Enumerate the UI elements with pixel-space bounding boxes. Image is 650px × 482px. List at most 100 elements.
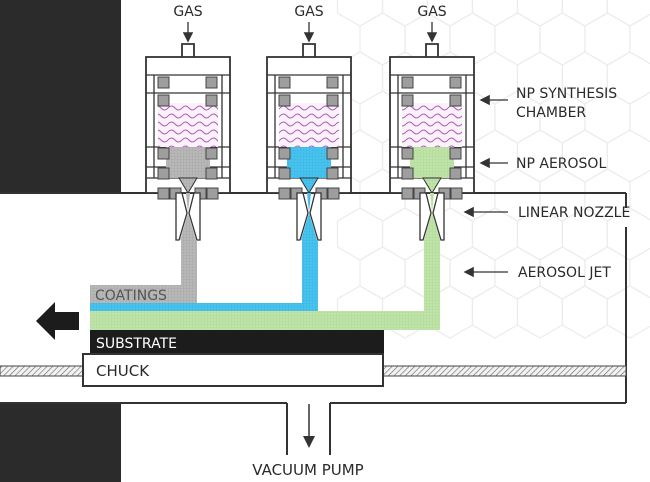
annotations: NP SYNTHESIS CHAMBER NP AEROSOL LINEAR N… — [463, 86, 630, 281]
hexagon-shape — [471, 285, 519, 339]
nozzle-throat-fill — [186, 193, 190, 213]
nozzle-seal-block — [278, 187, 291, 200]
hexagon-shape — [359, 246, 406, 300]
linear-nozzle-right — [188, 192, 201, 241]
aerosol-jet-gray — [90, 240, 197, 303]
hexagon-shape — [336, 0, 384, 27]
nozzle-jet-fill — [180, 213, 196, 240]
gas-label: GAS — [294, 4, 323, 20]
nozzle-funnel — [422, 177, 442, 194]
coatings-label: COATINGS — [95, 288, 167, 304]
seal-block — [401, 167, 414, 180]
nozzle-jet-fill — [424, 213, 440, 240]
seal-block — [157, 76, 170, 89]
gas-inlet — [302, 43, 316, 57]
hexagon-shape — [539, 12, 586, 66]
nozzle-funnel — [178, 177, 198, 194]
vacuum-pump-label: VACUUM PUMP — [252, 461, 363, 479]
linear-nozzle-label: LINEAR NOZZLE — [518, 205, 630, 221]
hexagon-shape — [629, 13, 650, 65]
hexagon-shape — [606, 0, 650, 27]
seal-block — [449, 167, 462, 180]
hexagon-shape — [516, 285, 564, 339]
hexagon-shape — [629, 169, 650, 221]
seal-block — [449, 76, 462, 89]
nozzle-seal-block — [327, 187, 340, 200]
seal-block — [401, 94, 414, 107]
np-synthesis-chamber-2: GAS — [266, 4, 352, 241]
seal-block — [401, 76, 414, 89]
seal-block — [278, 147, 291, 160]
aerosol-jet-green — [90, 240, 440, 330]
nozzle-funnel — [299, 177, 319, 194]
hexagon-shape — [516, 0, 564, 27]
seal-block — [326, 167, 339, 180]
nozzle-throat-fill — [430, 193, 434, 213]
hexagon-shape — [629, 91, 650, 143]
np-aerosol-gray — [166, 147, 210, 178]
dark-background-bottom — [0, 403, 121, 482]
seal-block — [205, 167, 218, 180]
seal-block — [205, 147, 218, 160]
hexagon-shape — [561, 0, 609, 27]
seal-block — [449, 147, 462, 160]
seal-block — [278, 167, 291, 180]
seal-block — [326, 76, 339, 89]
gas-label: GAS — [417, 4, 446, 20]
nozzle-seal-block — [206, 187, 219, 200]
seal-block — [326, 147, 339, 160]
hexagon-shape — [471, 207, 519, 261]
seal-block — [401, 147, 414, 160]
seal-block — [157, 167, 170, 180]
seal-block — [278, 76, 291, 89]
np-synthesis-chambers: GAS GAS GAS — [145, 4, 475, 241]
np-aerosol-label: NP AEROSOL — [516, 156, 606, 172]
aerosol-jets — [90, 240, 440, 330]
linear-nozzle-left — [296, 192, 309, 241]
np-synthesis-chamber-1: GAS — [145, 4, 231, 241]
substrate — [90, 330, 384, 353]
synthesis-zone — [279, 103, 339, 147]
hexagon-shape — [336, 207, 384, 261]
np-aerosol-blue — [287, 147, 331, 178]
seal-block — [157, 147, 170, 160]
linear-nozzle-right — [309, 192, 322, 241]
np-synthesis-label-line2: CHAMBER — [516, 105, 586, 121]
hexagon-shape — [561, 285, 609, 339]
hexagon-shape — [449, 246, 496, 300]
synthesis-zone — [402, 103, 462, 147]
aerosol-jet-label: AEROSOL JET — [518, 265, 611, 281]
substrate-label: SUBSTRATE — [96, 336, 177, 352]
hexagon-shape — [606, 285, 650, 339]
chuck-label: CHUCK — [96, 362, 150, 380]
gas-inlet — [181, 43, 195, 57]
np-aerosol-green — [410, 147, 454, 178]
seal-block — [205, 76, 218, 89]
seal-block — [449, 94, 462, 107]
hexagon-shape — [629, 247, 650, 299]
nozzle-seal-block — [450, 187, 463, 200]
nozzle-throat-fill — [307, 193, 311, 213]
hexagon-shape — [471, 51, 519, 105]
nozzle-jet-fill — [301, 213, 317, 240]
nozzle-seal-block — [157, 187, 170, 200]
hexagon-shape — [584, 12, 631, 66]
seal-block — [326, 94, 339, 107]
linear-nozzle-left — [419, 192, 432, 241]
linear-nozzle-left — [175, 192, 188, 241]
np-synthesis-chamber-3: GAS — [389, 4, 475, 241]
chuck — [82, 353, 384, 387]
hexagon-shape — [471, 129, 519, 183]
gas-inlet — [425, 43, 439, 57]
seal-block — [157, 94, 170, 107]
np-synthesis-label-line1: NP SYNTHESIS — [516, 86, 617, 102]
arrow-left-icon — [36, 302, 79, 340]
gas-label: GAS — [173, 4, 202, 20]
dark-background-top — [0, 0, 121, 193]
synthesis-zone — [158, 103, 218, 147]
nozzle-seal-block — [401, 187, 414, 200]
hexagon-shape — [471, 0, 519, 27]
seal-block — [205, 94, 218, 107]
